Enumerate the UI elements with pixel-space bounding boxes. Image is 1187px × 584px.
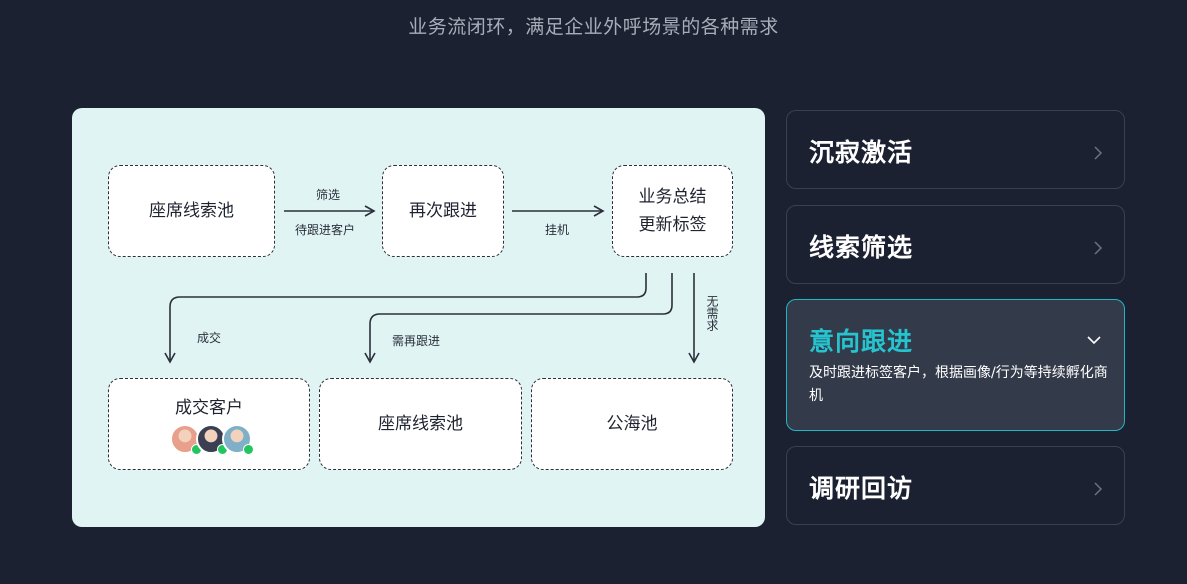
card-description: 及时跟进标签客户，根据画像/行为等持续孵化商机 <box>809 365 1108 404</box>
card-title: 调研回访 <box>809 474 914 503</box>
edge-label-need-follow: 需再跟进 <box>392 334 441 348</box>
node-label-line2: 更新标签 <box>638 215 707 235</box>
node-label: 座席线索池 <box>378 414 463 434</box>
node-agent-lead-pool-bottom: 座席线索池 <box>319 378 522 470</box>
chevron-right-icon <box>1094 241 1103 255</box>
chevron-right-icon <box>1094 482 1103 496</box>
card-silent-activation[interactable]: 沉寂激活 <box>786 110 1125 189</box>
node-label: 座席线索池 <box>149 201 234 221</box>
node-label: 公海池 <box>606 414 658 434</box>
card-intent-follow-up[interactable]: 意向跟进 及时跟进标签客户，根据画像/行为等持续孵化商机 <box>786 299 1125 431</box>
chevron-down-icon <box>1087 336 1101 345</box>
node-business-summary: 业务总结 更新标签 <box>612 165 733 257</box>
node-follow-again: 再次跟进 <box>382 165 504 257</box>
card-lead-screening[interactable]: 线索筛选 <box>786 205 1125 284</box>
node-public-pool: 公海池 <box>531 378 733 470</box>
node-agent-lead-pool-top: 座席线索池 <box>108 165 275 257</box>
edge-label-hangup: 挂机 <box>545 223 570 237</box>
card-title: 意向跟进 <box>809 327 914 356</box>
flow-diagram-panel: 座席线索池 再次跟进 业务总结 更新标签 筛选 待跟进客户 挂机 成交 需再跟进… <box>72 108 765 527</box>
card-survey-revisit[interactable]: 调研回访 <box>786 446 1125 525</box>
node-deal-customer: 成交客户 <box>108 378 310 470</box>
page-subtitle: 业务流闭环，满足企业外呼场景的各种需求 <box>408 16 779 38</box>
edge-label-pending-customer: 待跟进客户 <box>295 223 356 237</box>
edge-label-filter: 筛选 <box>316 188 341 202</box>
check-icon <box>243 444 254 455</box>
avatar-man <box>196 424 228 455</box>
chevron-right-icon <box>1094 146 1103 160</box>
node-label: 再次跟进 <box>409 201 477 221</box>
node-label: 成交客户 <box>175 398 243 418</box>
node-label-line1: 业务总结 <box>638 187 707 207</box>
edge-label-deal: 成交 <box>197 331 222 345</box>
edge-label-no-need: 无需求 <box>705 295 719 331</box>
card-title: 沉寂激活 <box>809 138 914 167</box>
card-title: 线索筛选 <box>809 233 914 262</box>
avatar-woman-2 <box>222 424 254 455</box>
avatar-group <box>170 424 254 455</box>
